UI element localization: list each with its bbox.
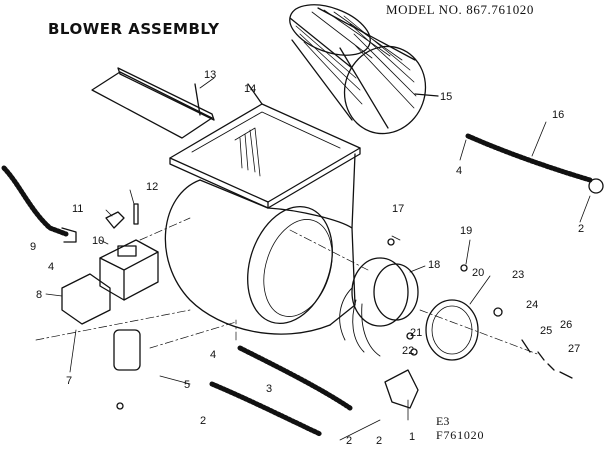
- callout-18: 18: [428, 259, 440, 271]
- callout-20: 20: [472, 267, 484, 279]
- flexible-tube-right: [465, 133, 604, 194]
- hardware-set: [387, 238, 573, 379]
- screw-12: [133, 203, 139, 225]
- flexible-conduit-left: [1, 165, 77, 243]
- blower-motor: [339, 257, 419, 357]
- alignment-lines: [35, 217, 541, 356]
- diagram-title: BLOWER ASSEMBLY: [48, 20, 220, 38]
- callout-19: 19: [460, 225, 472, 237]
- callout-16: 16: [552, 109, 564, 121]
- callout-5: 5: [184, 379, 190, 391]
- callout-26: 26: [560, 319, 572, 331]
- callout-17: 17: [392, 203, 404, 215]
- callout-2: 2: [346, 435, 352, 447]
- callout-8: 8: [36, 289, 42, 301]
- bracket: [384, 369, 419, 409]
- callout-15: 15: [440, 91, 452, 103]
- callout-2: 2: [200, 415, 206, 427]
- callout-25: 25: [540, 325, 552, 337]
- callout-4: 4: [456, 165, 462, 177]
- figure-code-f761020: F761020: [436, 428, 485, 442]
- strain-relief: [105, 211, 125, 229]
- box-cover: [61, 273, 111, 325]
- callout-14: 14: [244, 83, 256, 95]
- callout-7: 7: [66, 375, 72, 387]
- cover-plate: [91, 67, 215, 139]
- model-number: MODEL NO. 867.761020: [386, 2, 535, 17]
- blower-wheel: [289, 4, 439, 135]
- lower-tubes: [209, 345, 353, 437]
- callout-24: 24: [526, 299, 538, 311]
- callout-3: 3: [266, 383, 272, 395]
- figure-code-e3: E3: [436, 414, 450, 428]
- callout-21: 21: [410, 327, 422, 339]
- callout-11: 11: [72, 203, 83, 215]
- capacitor: [113, 329, 141, 410]
- junction-box: [99, 239, 159, 301]
- leader-lines: [45, 77, 591, 441]
- callout-23: 23: [512, 269, 524, 281]
- callout-12: 12: [146, 181, 158, 193]
- motor-mount-band: [425, 299, 479, 361]
- callout-27: 27: [568, 343, 580, 355]
- blower-housing: [164, 153, 356, 335]
- callout-9: 9: [30, 241, 36, 253]
- callout-4: 4: [48, 261, 54, 273]
- callout-4: 4: [210, 349, 216, 361]
- callout-13: 13: [204, 69, 216, 81]
- callout-2: 2: [578, 223, 584, 235]
- callout-10: 10: [92, 235, 104, 247]
- callout-2: 2: [376, 435, 382, 447]
- housing-frame: [169, 83, 361, 209]
- callout-1: 1: [409, 431, 415, 443]
- callout-22: 22: [402, 345, 414, 357]
